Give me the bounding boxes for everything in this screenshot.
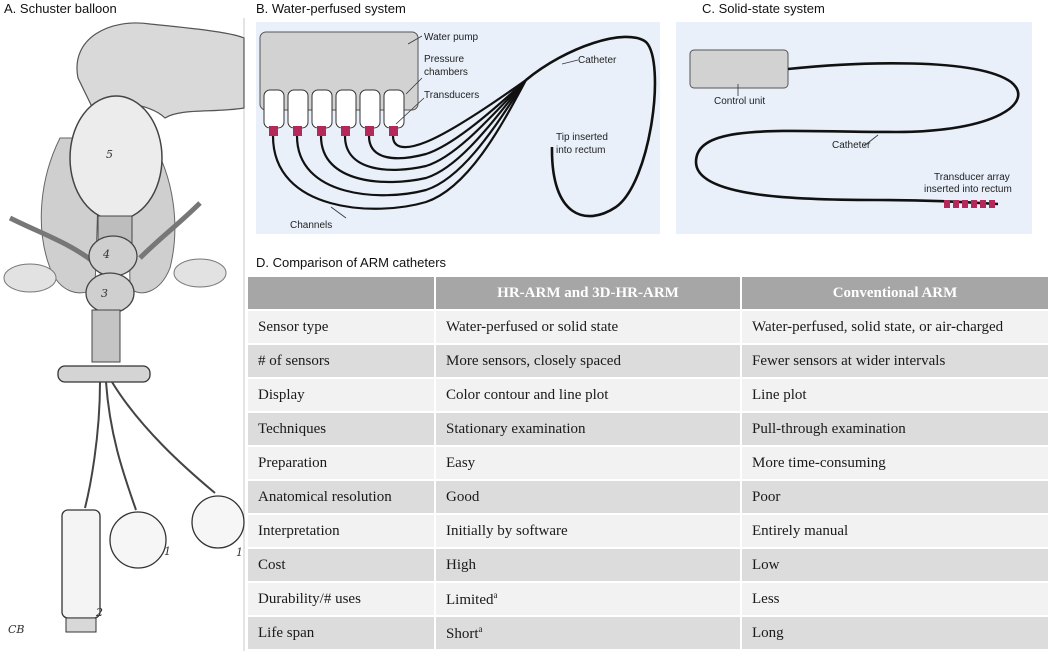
table-row: Interpretation Initially by software Ent… — [248, 513, 1048, 548]
transducer-array — [944, 200, 995, 208]
row-label: Anatomical resolution — [248, 479, 436, 514]
row-label: # of sensors — [248, 343, 436, 378]
table-row: Display Color contour and line plot Line… — [248, 377, 1048, 412]
catheter-text-c: Catheter — [832, 140, 871, 151]
control-unit-text: Control unit — [714, 96, 765, 107]
hr-arm-cell: Water-perfused or solid state — [435, 309, 742, 344]
hr-arm-cell-text: Limited — [446, 591, 494, 608]
artist-initials: CB — [8, 623, 25, 636]
table-row: Cost High Low — [248, 547, 1048, 582]
balloon-5 — [69, 95, 163, 221]
gauge-left — [109, 511, 167, 569]
hr-arm-cell: Good — [435, 479, 742, 514]
channel-lines — [271, 35, 657, 218]
comparison-table: HR-ARM and 3D-HR-ARM Conventional ARM Se… — [248, 277, 1048, 649]
hr-arm-cell-text: Short — [446, 625, 479, 642]
conventional-cell: Fewer sensors at wider intervals — [741, 343, 1048, 378]
row-label: Sensor type — [248, 309, 436, 344]
hr-arm-cell: Limiteda — [435, 581, 742, 616]
row-label: Cost — [248, 547, 436, 582]
conventional-cell: Water-perfused, solid state, or air-char… — [741, 309, 1048, 344]
conventional-cell: Less — [741, 581, 1048, 616]
number-5: 5 — [106, 148, 113, 161]
panel-c-label: C. Solid-state system — [702, 1, 825, 16]
panel-a-label: A. Schuster balloon — [4, 1, 117, 16]
balloon-3 — [85, 272, 135, 314]
catheter-text-b: Catheter — [578, 55, 617, 66]
table-header-hr-arm: HR-ARM and 3D-HR-ARM — [435, 277, 742, 310]
tip-text-line2: into rectum — [556, 145, 605, 156]
hr-arm-cell: Easy — [435, 445, 742, 480]
table-header-row: HR-ARM and 3D-HR-ARM Conventional ARM — [248, 277, 1048, 310]
gauge-right — [191, 495, 245, 549]
row-label: Preparation — [248, 445, 436, 480]
row-label: Display — [248, 377, 436, 412]
hr-arm-cell: More sensors, closely spaced — [435, 343, 742, 378]
pressure-text: Pressure — [424, 54, 464, 65]
table-row: Techniques Stationary examination Pull-t… — [248, 411, 1048, 446]
number-3: 3 — [101, 287, 108, 300]
row-label: Durability/# uses — [248, 581, 436, 616]
conventional-cell: Long — [741, 615, 1048, 649]
cross-handle — [57, 365, 151, 383]
channels-text: Channels — [290, 220, 332, 231]
conventional-cell: Low — [741, 547, 1048, 582]
number-2: 2 — [95, 606, 103, 619]
chambers-text: chambers — [424, 67, 468, 78]
footnote-mark: a — [493, 589, 498, 600]
balloon-4 — [88, 235, 138, 277]
hr-arm-cell: Shorta — [435, 615, 742, 649]
hr-arm-cell: High — [435, 547, 742, 582]
water-pump-text: Water pump — [424, 32, 479, 43]
number-4: 4 — [102, 248, 110, 261]
panel-b-label: B. Water-perfused system — [256, 1, 406, 16]
colon-shape — [76, 22, 245, 119]
array-text-line1: Transducer array — [934, 172, 1010, 183]
transducers — [269, 126, 398, 136]
row-label: Life span — [248, 615, 436, 649]
row-label: Techniques — [248, 411, 436, 446]
table-row: Durability/# uses Limiteda Less — [248, 581, 1048, 616]
conventional-cell: Entirely manual — [741, 513, 1048, 548]
table-row: Preparation Easy More time-consuming — [248, 445, 1048, 480]
table-row: Life span Shorta Long — [248, 615, 1048, 649]
conventional-cell: More time-consuming — [741, 445, 1048, 480]
tip-text-line1: Tip inserted — [556, 132, 608, 143]
hr-arm-cell: Initially by software — [435, 513, 742, 548]
footnote-mark: a — [478, 623, 483, 634]
pressure-chambers — [263, 89, 405, 129]
hr-arm-cell: Color contour and line plot — [435, 377, 742, 412]
transducers-text: Transducers — [424, 90, 479, 101]
row-label: Interpretation — [248, 513, 436, 548]
syringe — [61, 509, 101, 619]
number-1-left: 1 — [164, 545, 171, 558]
table-header-empty — [248, 277, 436, 310]
table-row: Sensor type Water-perfused or solid stat… — [248, 309, 1048, 344]
number-1-right: 1 — [236, 546, 243, 559]
catheter-line-c — [694, 62, 1020, 206]
table-row: Anatomical resolution Good Poor — [248, 479, 1048, 514]
hr-arm-cell: Stationary examination — [435, 411, 742, 446]
table-row: # of sensors More sensors, closely space… — [248, 343, 1048, 378]
panel-d-label: D. Comparison of ARM catheters — [256, 255, 447, 270]
conventional-cell: Pull-through examination — [741, 411, 1048, 446]
control-unit — [689, 49, 789, 89]
conventional-cell: Line plot — [741, 377, 1048, 412]
solid-state-diagram: Control unit Catheter Transducer array i… — [676, 22, 1032, 234]
water-perfused-diagram: Water pump Pressure chambers Transducers… — [256, 22, 660, 234]
conventional-cell: Poor — [741, 479, 1048, 514]
schuster-balloon-illustration: 5 4 3 1 1 2 CB — [3, 18, 245, 651]
table-header-conventional: Conventional ARM — [741, 277, 1048, 310]
array-text-line2: inserted into rectum — [924, 184, 1012, 195]
